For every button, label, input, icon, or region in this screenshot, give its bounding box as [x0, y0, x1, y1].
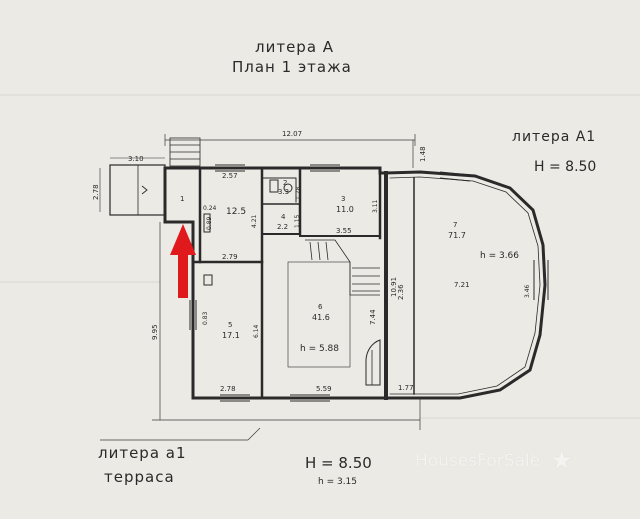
- dim-top-total: 12.07: [282, 130, 303, 138]
- dim-right-height: 1.48: [419, 146, 427, 162]
- watermark-star-icon: ★: [550, 446, 574, 476]
- fixtures: [203, 179, 293, 286]
- dim-115: 1.15: [294, 214, 301, 228]
- dim-278-bottom: 2.78: [220, 385, 236, 393]
- dim-178: 1.78: [295, 186, 302, 200]
- porch: [99, 157, 166, 216]
- room-4-number: 4: [281, 213, 286, 221]
- dim-177: 1.77: [398, 384, 414, 392]
- dim-721: 7.21: [454, 281, 470, 289]
- room-4-area: 2.2: [277, 223, 289, 231]
- building-height-label: H = 8.50: [305, 454, 372, 472]
- room-6-area: 41.6: [312, 313, 330, 322]
- room-7-number: 7: [453, 221, 458, 229]
- dim-346: 3.46: [524, 284, 531, 298]
- dim-083: 0.83: [202, 311, 209, 325]
- room-7-height: h = 3.66: [480, 251, 520, 261]
- dim-024: 0.24: [203, 205, 217, 212]
- paper-guidelines: [0, 94, 640, 419]
- room-1-area: 12.5: [226, 207, 247, 217]
- room-1-number: 1: [180, 195, 185, 203]
- plan-title: План 1 этажа: [232, 58, 352, 76]
- dim-porch-side: 2.78: [92, 184, 100, 200]
- dim-257: 2.57: [222, 172, 238, 180]
- header-litera: литера А: [255, 38, 335, 56]
- entry-arrow-icon: [170, 224, 196, 298]
- dim-left-total: 9.95: [151, 324, 159, 340]
- watermark-text: HousesForSale: [415, 451, 541, 471]
- room-6-number: 6: [318, 303, 323, 311]
- walls: [163, 166, 547, 400]
- dim-311: 3.11: [372, 199, 379, 213]
- window-marks: [189, 164, 549, 402]
- dim-355: 3.55: [336, 227, 352, 235]
- dim-porch: 3.10: [128, 155, 144, 163]
- room-3-area: 11.0: [336, 205, 354, 214]
- dim-744: 7.44: [369, 309, 377, 325]
- dim-236: 2.36: [397, 284, 405, 300]
- dim-421: 4.21: [251, 214, 258, 228]
- room-7-area: 71.7: [448, 231, 466, 240]
- annex-litera-label: литера А1: [512, 129, 597, 145]
- terrace-height-label: h = 3.15: [318, 477, 358, 487]
- room-2-number: 2: [283, 179, 288, 187]
- room-2-area: 3.3: [278, 188, 290, 196]
- dim-279: 2.79: [222, 253, 238, 261]
- terrace-litera-label: литера а1: [98, 444, 187, 462]
- dimension-lines: [100, 134, 421, 441]
- dim-559: 5.59: [316, 385, 332, 393]
- terrace-name-label: терраса: [104, 468, 175, 486]
- room-3-number: 3: [341, 195, 346, 203]
- interior-stair: [287, 239, 381, 386]
- annex-height-label: H = 8.50: [534, 159, 597, 175]
- room-5-area: 17.1: [222, 331, 240, 340]
- dim-614: 6.14: [253, 324, 260, 338]
- room-6-height: h = 5.88: [300, 344, 340, 354]
- entry-stair: [169, 137, 201, 167]
- room-5-number: 5: [228, 321, 233, 329]
- dim-089: 0.89: [206, 216, 213, 230]
